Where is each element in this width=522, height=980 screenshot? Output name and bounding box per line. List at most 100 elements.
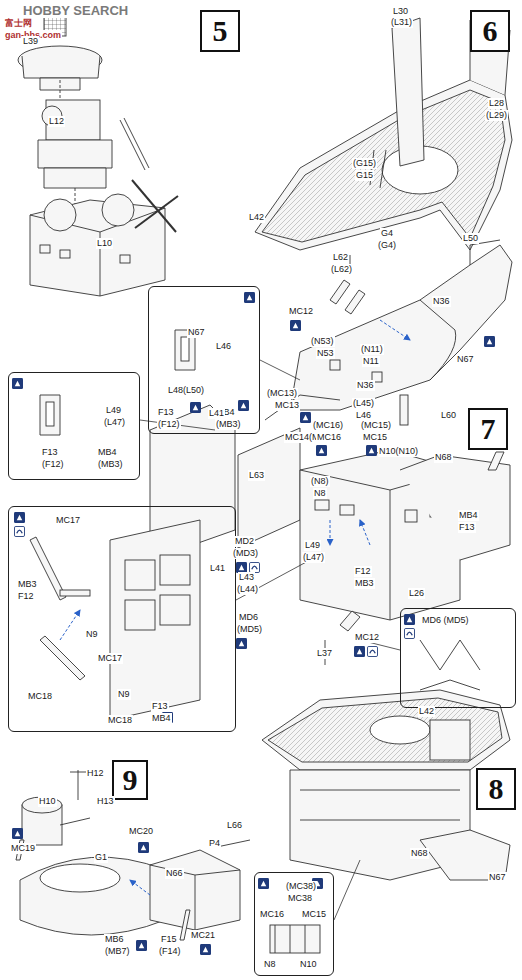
part-number: (MC16) [312, 420, 344, 431]
part-number: L49 [105, 405, 122, 416]
part-number: (MB3) [215, 419, 242, 430]
part-number: F12 [17, 591, 35, 602]
part-number: MC16 [316, 432, 342, 443]
part-number: N10(N10) [378, 446, 419, 457]
part-number: G15 [355, 170, 374, 181]
part-number: (G15) [352, 158, 377, 169]
part-number: L49 [304, 540, 321, 551]
part-number: (L45) [352, 398, 375, 409]
part-number: N68 [410, 848, 429, 859]
part-number: N66 [165, 868, 184, 879]
part-number: MB3 [17, 579, 38, 590]
part-number: MC15 [301, 909, 327, 920]
part-number: (G4) [377, 240, 397, 251]
part-number: (MB3) [97, 459, 124, 470]
step-number-box: 9 [112, 760, 148, 800]
part-number: G1 [94, 852, 108, 863]
part-number: (L31) [390, 17, 413, 28]
part-number: (L47) [103, 417, 126, 428]
detail-inset: N67L46L48(L50)F13MB4(F12)(MB3) [148, 286, 260, 434]
part-number: (L44) [236, 584, 259, 595]
part-number: L43 [238, 572, 255, 583]
part-number: L62 [332, 252, 349, 263]
part-number: MC18 [107, 715, 133, 726]
part-number: MC17 [55, 515, 81, 526]
part-number: L60 [440, 410, 457, 421]
watermark: HOBBY SEARCH [22, 4, 129, 18]
part-number: (N8) [310, 476, 330, 487]
part-number: L41 [209, 563, 226, 574]
part-number: MC12 [354, 632, 380, 643]
part-number: H12 [86, 768, 105, 779]
detail-inset: MC16(MC38)MC38MC15N8N10 [254, 872, 334, 976]
part-number: N36 [356, 380, 375, 391]
part-number: N53 [316, 348, 335, 359]
part-number: L46 [215, 341, 232, 352]
part-number: MC15 [362, 432, 388, 443]
part-number: (N53) [310, 336, 335, 347]
part-number: L26 [408, 588, 425, 599]
part-number: F13 [41, 447, 59, 458]
part-number: N67 [488, 872, 507, 883]
detail-inset: L49(L47)F13MB4(F12)(MB3) [8, 372, 140, 480]
part-number: N9 [85, 629, 99, 640]
part-number: MD6 (MD5) [421, 615, 470, 626]
part-number: L28 [488, 98, 505, 109]
step-number: 6 [483, 15, 498, 47]
part-number: F13 [157, 407, 175, 418]
part-number: L37 [316, 648, 333, 659]
step-number-box: 8 [476, 768, 516, 810]
part-number: MC21 [190, 930, 216, 941]
step-number: 8 [489, 773, 504, 805]
part-number: L66 [226, 820, 243, 831]
part-number: L48(L50) [167, 385, 205, 396]
part-number: N67 [187, 327, 206, 338]
part-number: MD6 [238, 612, 259, 623]
part-number: F13 [151, 701, 169, 712]
step-number: 9 [123, 764, 138, 796]
part-number: MB6 [104, 934, 125, 945]
part-number: MC19 [10, 843, 36, 854]
part-number: MC18 [27, 691, 53, 702]
part-number: MC12 [288, 306, 314, 317]
part-number: L10 [96, 238, 113, 249]
step-number: 7 [481, 413, 496, 445]
part-number: MC13 [274, 400, 300, 411]
part-number: F15 [160, 934, 178, 945]
part-number: MC20 [128, 826, 154, 837]
part-number: (MC13) [266, 388, 298, 399]
part-number: L41 [208, 408, 225, 419]
part-number: N11 [362, 356, 380, 367]
part-number: L50 [462, 233, 479, 244]
part-number: MB4 [458, 510, 479, 521]
part-number: MC17 [97, 653, 123, 664]
detail-inset: MC17MB3F12L41N9MC17N9MC18MC18F13MB4 [8, 506, 236, 732]
part-number: (MD3) [232, 548, 259, 559]
part-number: MB4 [97, 447, 118, 458]
part-number: P4 [208, 838, 221, 849]
step-number-box: 6 [470, 10, 510, 52]
part-number: G4 [380, 228, 394, 239]
part-number: MB3 [354, 578, 375, 589]
watermark: 富士网 [4, 18, 33, 29]
part-number: N68 [434, 452, 453, 463]
part-number: (L29) [485, 110, 508, 121]
part-number: (MC38) [285, 881, 317, 892]
part-number: L63 [248, 470, 265, 481]
part-number: (N11) [360, 344, 384, 355]
part-number: (MD5) [236, 624, 263, 635]
part-number: N36 [432, 296, 451, 307]
part-number: N10 [299, 959, 318, 970]
part-number: F13 [458, 522, 476, 533]
part-number: L42 [248, 212, 265, 223]
detail-inset: MD6 (MD5) [400, 608, 516, 708]
part-number: (MC15) [360, 420, 392, 431]
part-number: F12 [354, 566, 372, 577]
part-number: (L47) [302, 552, 325, 563]
part-number: MC16 [259, 909, 285, 920]
part-number: (F12) [157, 419, 181, 430]
part-number: N9 [117, 689, 131, 700]
part-number: (L62) [330, 264, 353, 275]
